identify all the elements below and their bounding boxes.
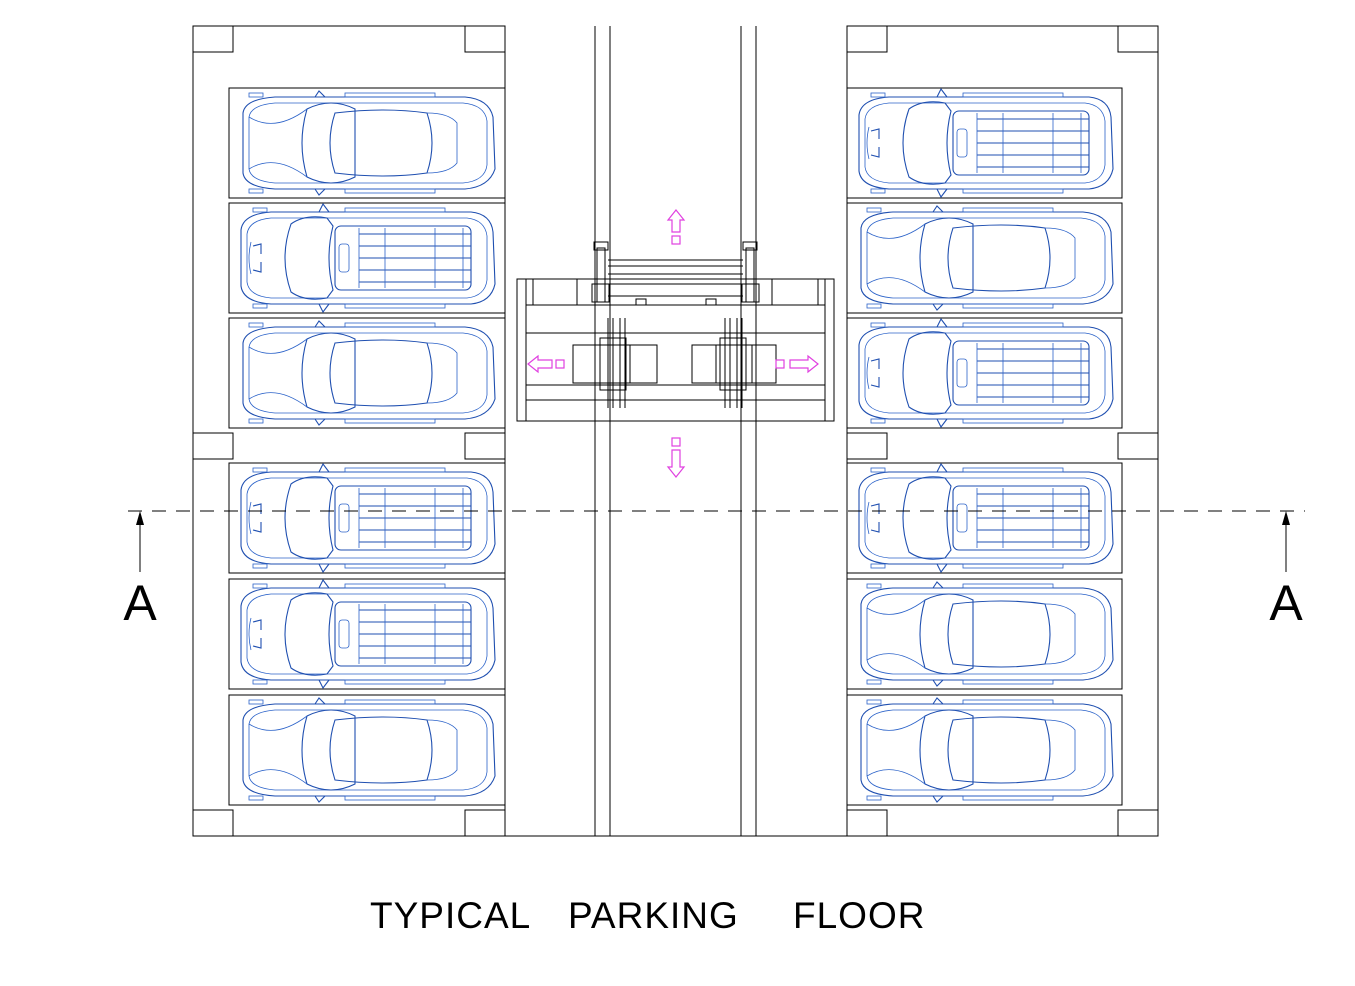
left-parking-block xyxy=(192,25,506,837)
sedan-car-icon xyxy=(860,581,1114,687)
suv-car-icon xyxy=(240,578,496,690)
suv-car-icon xyxy=(858,462,1114,574)
right-parking-stall xyxy=(846,694,1123,806)
title-word-1: TYPICAL xyxy=(370,895,531,936)
sedan-car-icon xyxy=(242,90,496,196)
arrow-left-icon xyxy=(527,354,565,374)
suv-car-icon xyxy=(240,462,496,574)
left-parking-stalls xyxy=(228,87,506,806)
sedan-car-icon xyxy=(860,205,1114,311)
direction-arrows xyxy=(527,209,819,478)
arrow-right-icon xyxy=(775,354,819,374)
sedan-car-icon xyxy=(860,697,1114,803)
drawing-title: TYPICAL PARKING FLOOR xyxy=(370,895,925,936)
right-carrier xyxy=(691,318,777,408)
left-parking-stall xyxy=(228,87,506,199)
right-parking-block xyxy=(846,25,1159,837)
right-parking-stall xyxy=(846,462,1123,574)
lift-shaft xyxy=(505,26,847,837)
suv-car-icon xyxy=(858,87,1114,199)
left-parking-stall xyxy=(228,694,506,806)
left-parking-stall xyxy=(228,462,506,574)
left-carrier xyxy=(572,318,658,408)
arrow-down-icon xyxy=(666,437,686,478)
section-marker-right: A xyxy=(1269,575,1303,631)
suv-car-icon xyxy=(858,317,1114,429)
right-parking-stall xyxy=(846,87,1123,199)
title-word-3: FLOOR xyxy=(793,895,925,936)
section-line: A A xyxy=(123,510,1305,631)
sedan-car-icon xyxy=(242,697,496,803)
left-parking-stall xyxy=(228,578,506,690)
right-parking-stalls xyxy=(846,87,1123,806)
right-parking-stall xyxy=(846,202,1123,314)
sedan-car-icon xyxy=(242,320,496,426)
lift-platform xyxy=(516,241,835,422)
suv-car-icon xyxy=(240,202,496,314)
right-parking-stall xyxy=(846,578,1123,690)
right-parking-stall xyxy=(846,317,1123,429)
left-parking-stall xyxy=(228,202,506,314)
left-parking-stall xyxy=(228,317,506,429)
columns xyxy=(192,25,1159,837)
title-word-2: PARKING xyxy=(568,895,739,936)
section-marker-left: A xyxy=(123,575,157,631)
arrow-up-icon xyxy=(666,209,686,245)
